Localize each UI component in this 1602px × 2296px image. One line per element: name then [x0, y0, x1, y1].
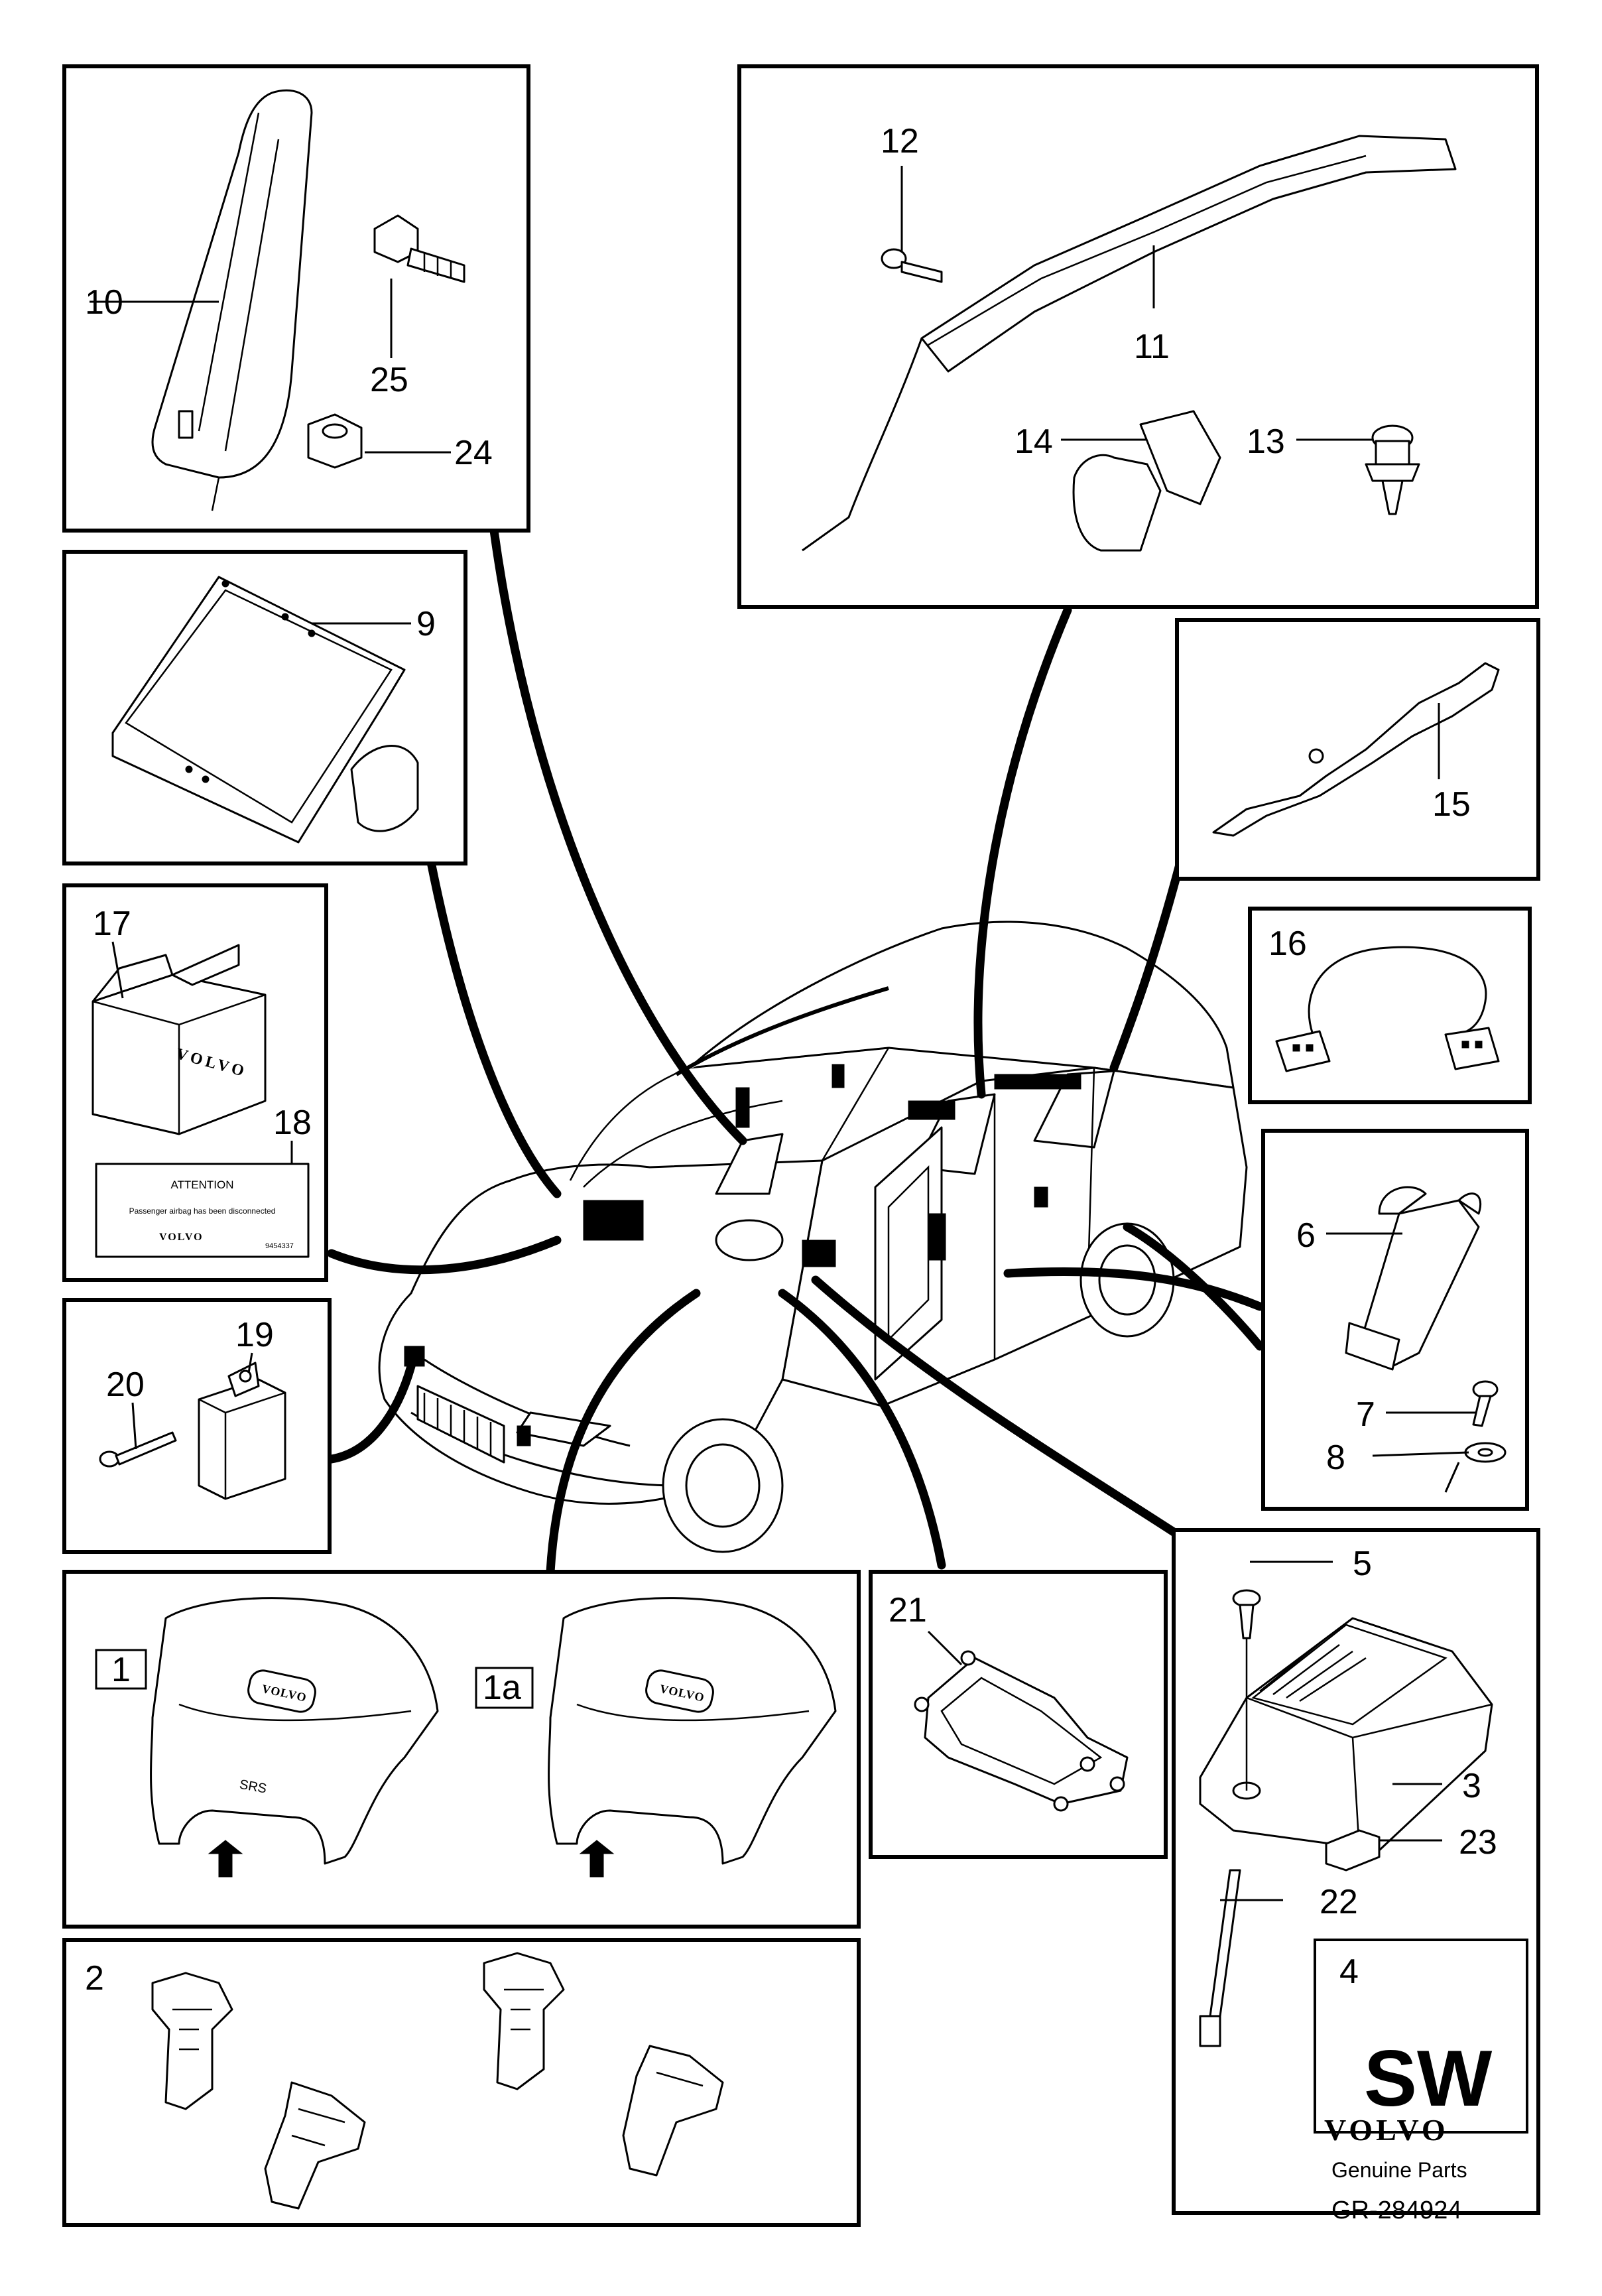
sw-badge: SW: [1364, 2034, 1493, 2123]
callout-3: 3: [1462, 1767, 1481, 1805]
callout-20: 20: [106, 1366, 145, 1404]
callout-1a: 1a: [483, 1669, 521, 1707]
footer: VOLVO Genuine Parts GR-284924: [1324, 2113, 1467, 2224]
pointer-arrows: [327, 526, 1264, 1576]
box-side-airbag: [62, 64, 530, 533]
callout-10: 10: [85, 283, 123, 322]
callout-22: 22: [1320, 1883, 1358, 1921]
label-attention-title: ATTENTION: [170, 1179, 233, 1191]
callout-14: 14: [1015, 422, 1053, 461]
callout-5: 5: [1353, 1545, 1372, 1583]
box-side-sensor: [1261, 1129, 1529, 1511]
footer-subtitle: Genuine Parts: [1331, 2158, 1467, 2182]
box-sensor-front: [62, 1298, 332, 1554]
callout-8: 8: [1326, 1438, 1345, 1477]
callout-16: 16: [1268, 925, 1307, 963]
callout-15: 15: [1432, 785, 1471, 824]
callout-numbers: 10 25 24 9 17 18 19 20 12 11 14 13 15 16…: [85, 122, 1497, 1998]
callout-25: 25: [370, 361, 408, 399]
box-kit-and-label: VOLVO ATTENTION Passenger airbag has bee…: [62, 883, 328, 1282]
callout-12: 12: [881, 122, 919, 160]
callout-4: 4: [1339, 1952, 1359, 1991]
box-cable: [1248, 907, 1532, 1104]
box-connector-bracket: [869, 1570, 1168, 1859]
callout-21: 21: [889, 1591, 927, 1629]
callout-13: 13: [1247, 422, 1285, 461]
footer-ref: GR-284924: [1331, 2197, 1461, 2224]
box-steering-covers: VOLVO SRS VOLVO: [62, 1570, 861, 1929]
callout-11: 11: [1134, 328, 1170, 366]
footer-brand: VOLVO: [1324, 2113, 1449, 2147]
label-attention-message: Passenger airbag has been disconnected: [129, 1206, 276, 1216]
callout-24: 24: [454, 434, 493, 472]
callout-7: 7: [1356, 1395, 1375, 1434]
callout-6: 6: [1296, 1216, 1316, 1255]
label-brand: VOLVO: [159, 1232, 204, 1243]
callout-9: 9: [416, 605, 436, 643]
box-passenger-airbag: [62, 550, 467, 865]
box-wheel-switches: [62, 1938, 861, 2227]
box-control-module: SW: [1172, 1528, 1540, 2215]
callout-2: 2: [85, 1959, 104, 1998]
callout-23: 23: [1459, 1823, 1497, 1862]
box-bracket: [1175, 618, 1540, 881]
callout-1: 1: [111, 1651, 131, 1689]
callout-17: 17: [93, 905, 131, 943]
callout-19: 19: [235, 1316, 274, 1354]
car-illustration: [378, 921, 1248, 1553]
box-curtain-airbag: [737, 64, 1539, 609]
callout-18: 18: [273, 1104, 312, 1142]
label-code: 9454337: [265, 1242, 294, 1250]
